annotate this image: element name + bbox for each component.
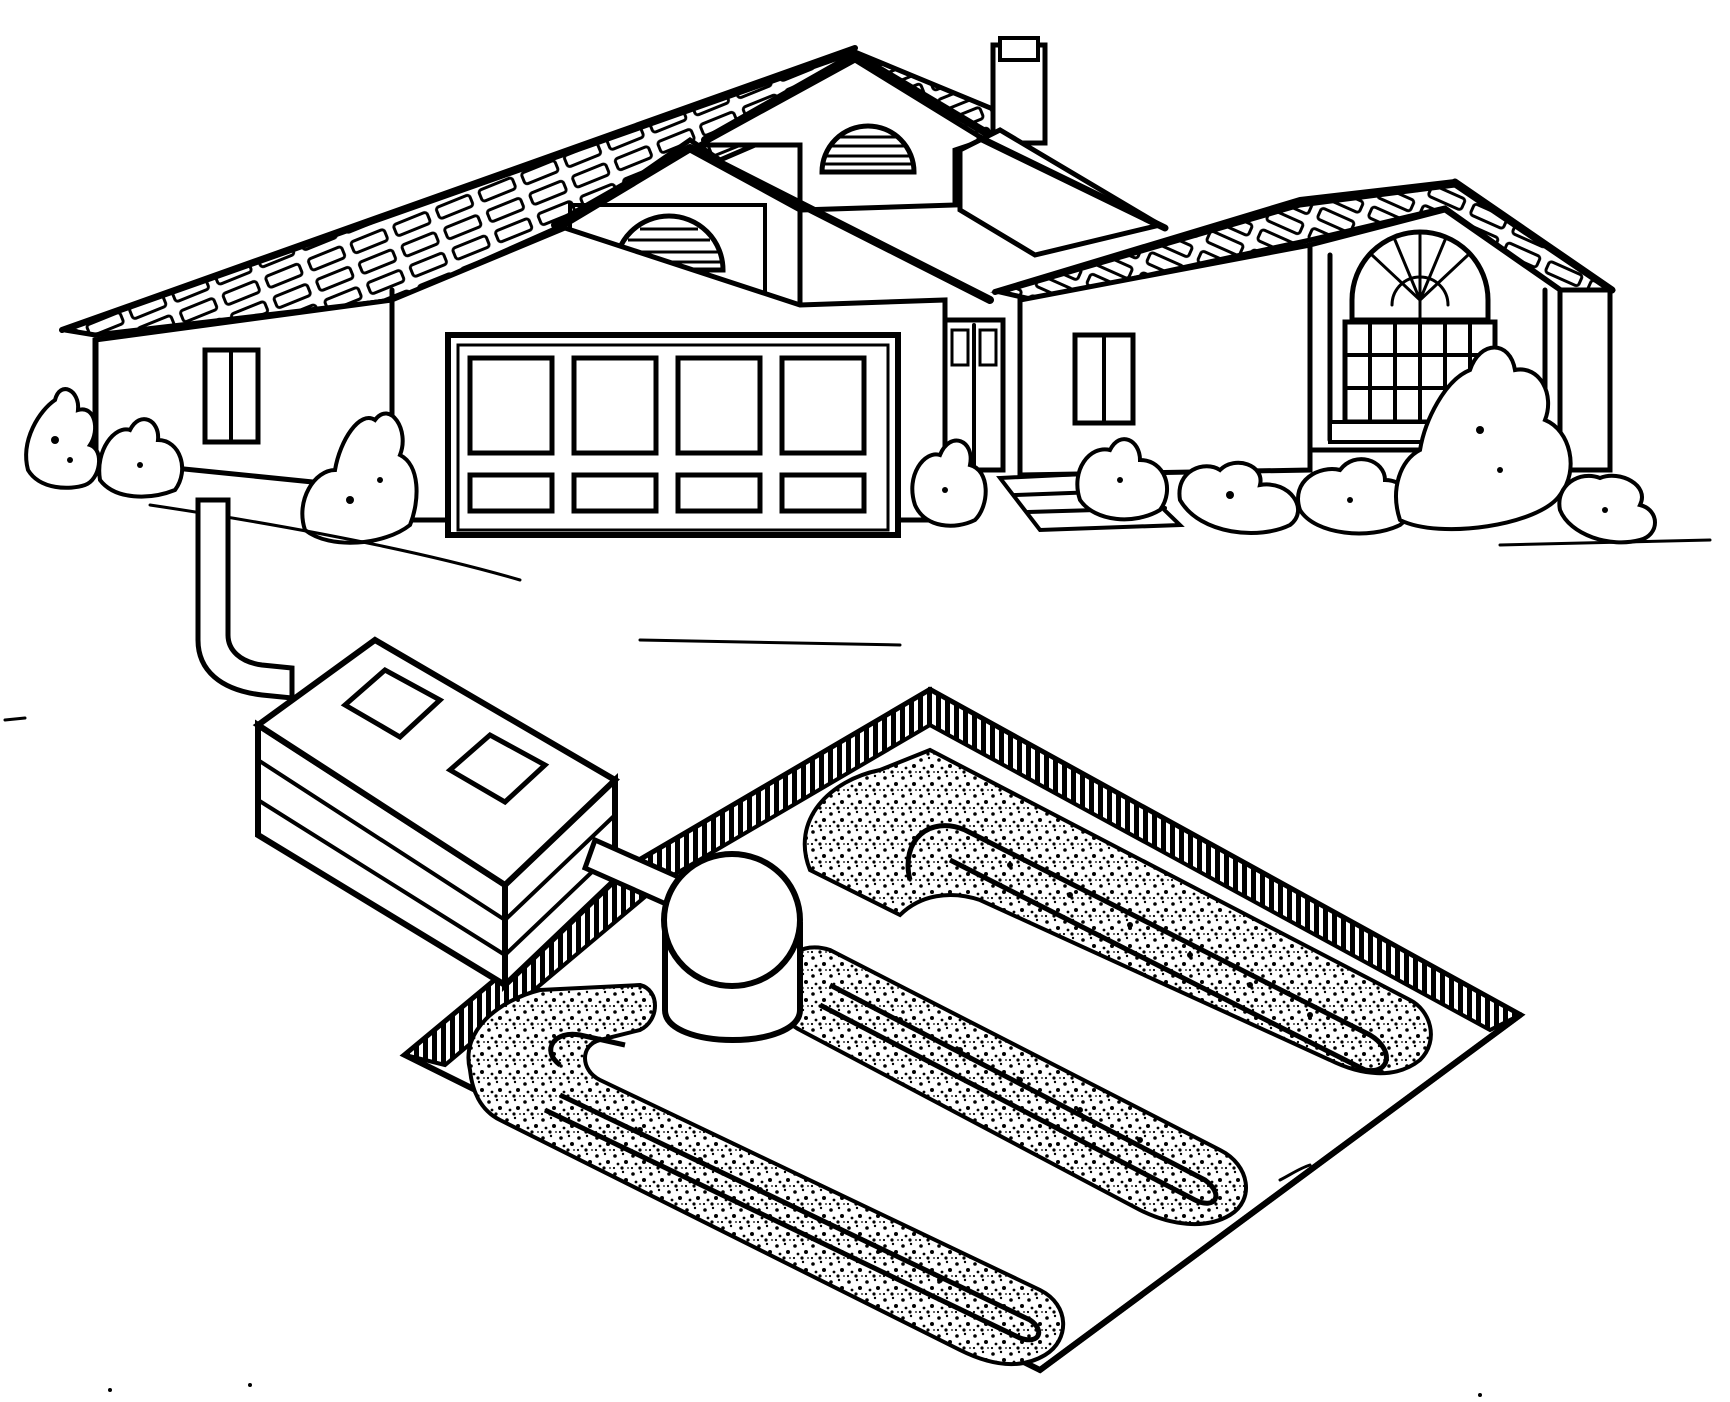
house xyxy=(62,38,1612,535)
distribution-box xyxy=(664,854,800,1040)
right-upper-roof xyxy=(960,130,1160,255)
septic-tank xyxy=(258,640,615,985)
drain-pipe xyxy=(198,500,292,698)
